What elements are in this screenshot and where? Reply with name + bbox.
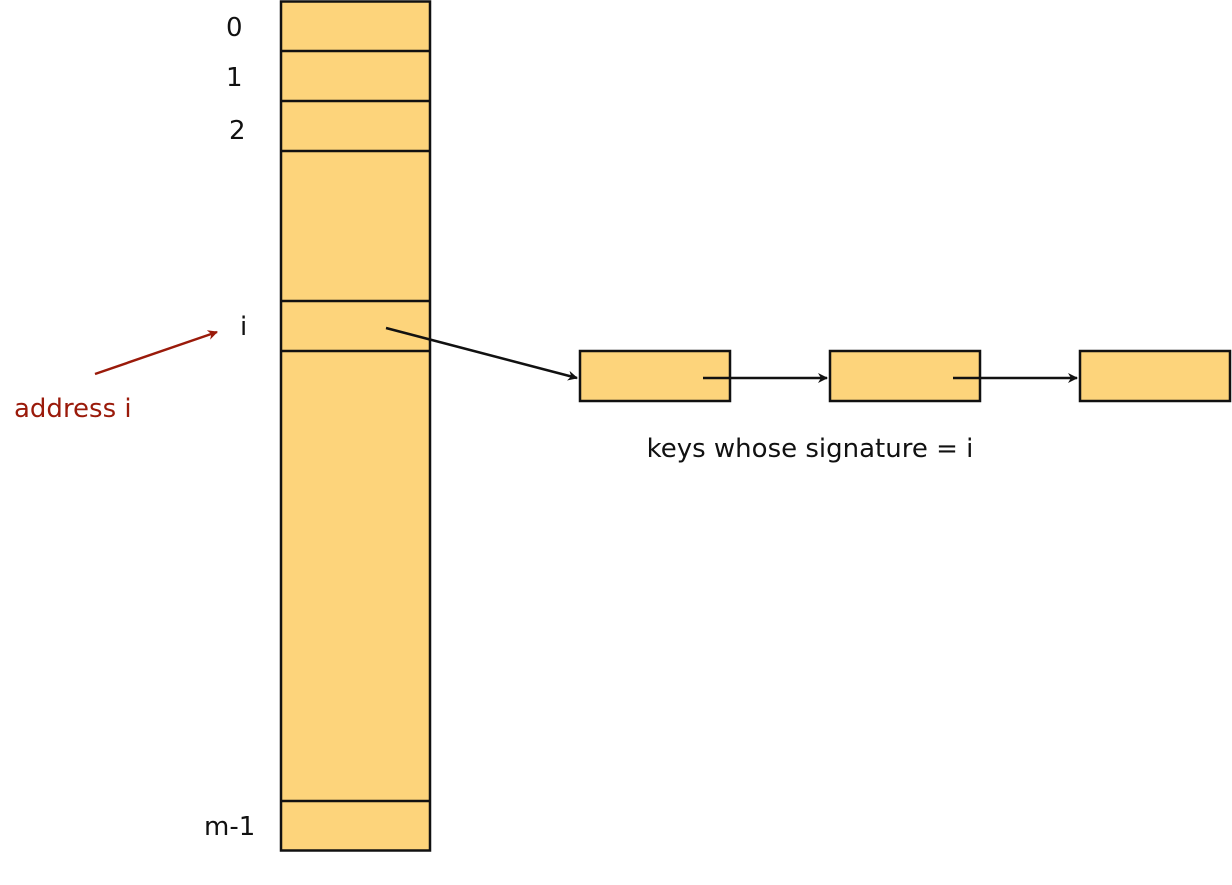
chain-caption: keys whose signature = i bbox=[647, 434, 974, 464]
hash-table-array bbox=[279, 0, 432, 852]
address-arrow bbox=[94, 330, 218, 376]
address-label: address i bbox=[14, 394, 132, 424]
chain-node-2 bbox=[828, 349, 982, 403]
index-label-0: 0 bbox=[226, 13, 243, 43]
index-label-m-1: m-1 bbox=[204, 812, 255, 842]
index-label-i: i bbox=[240, 312, 247, 342]
index-label-2: 2 bbox=[229, 116, 246, 146]
chain-node-1 bbox=[578, 349, 732, 403]
index-label-1: 1 bbox=[226, 63, 243, 93]
slot-to-chain-arrow bbox=[385, 326, 578, 381]
chain-node-3 bbox=[1078, 349, 1232, 403]
